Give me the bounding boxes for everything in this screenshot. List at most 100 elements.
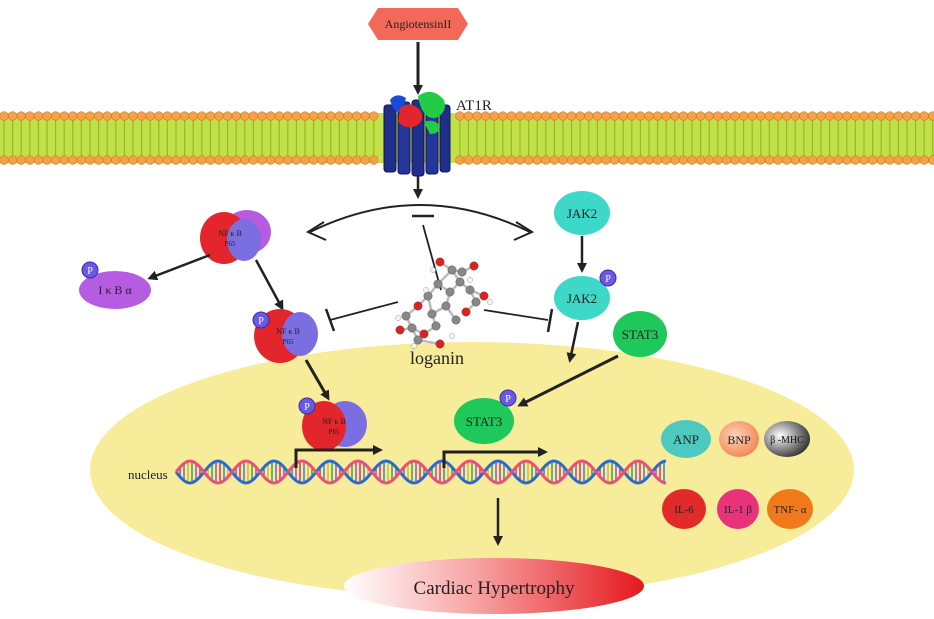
lipid-head <box>919 155 929 165</box>
stat3-protein: STAT3 <box>613 311 667 357</box>
molecule-atom <box>419 329 429 339</box>
loganin-inhibit-arc <box>422 224 442 291</box>
molecule-atom <box>447 265 457 275</box>
lipid-head <box>0 155 9 165</box>
lipid-head <box>601 155 611 165</box>
transcription-arrow-nfkb <box>294 445 383 468</box>
lipid-head <box>721 111 732 121</box>
lipid-head <box>644 155 654 165</box>
lipid-head <box>670 111 680 121</box>
lipid-head <box>481 155 491 165</box>
lipid-head <box>549 155 560 165</box>
lipid-head <box>850 111 861 121</box>
lipid-head <box>455 155 465 165</box>
lipid-head <box>928 111 934 121</box>
lipid-head <box>859 111 869 121</box>
molecule-atom <box>423 291 433 301</box>
nfkb-to-ikb-arrow <box>147 253 211 281</box>
lipid-head <box>902 111 912 121</box>
tnfa-label: TNF- α <box>774 504 807 516</box>
lipid-head <box>59 111 69 121</box>
ikba-label: I κ B α <box>98 283 132 297</box>
lipid-head <box>274 111 284 121</box>
lipid-head <box>145 111 155 121</box>
lipid-head <box>291 111 302 121</box>
lipid-head <box>652 111 663 121</box>
anp-marker: ANP <box>661 420 711 458</box>
lipid-head <box>334 111 345 121</box>
transcription-arrow-stat3 <box>442 447 548 468</box>
lipid-head <box>773 155 783 165</box>
il1b-label: IL-1 β <box>724 504 752 516</box>
molecule-atom <box>435 257 445 267</box>
lipid-head <box>756 155 766 165</box>
lipid-head <box>33 111 44 121</box>
lipid-head <box>76 111 86 121</box>
lipid-head <box>738 111 749 121</box>
phospho-label-nfkb3: P <box>304 402 310 413</box>
nfkb-label-1: NF κ B <box>218 229 242 238</box>
lipid-head <box>111 155 121 165</box>
lipid-head <box>102 111 112 121</box>
lipid-head <box>635 111 646 121</box>
lipid-head <box>128 155 138 165</box>
molecule-atom <box>457 267 467 277</box>
lipid-head <box>807 155 818 165</box>
lipid-head <box>515 155 525 165</box>
lipid-head <box>162 155 172 165</box>
lipid-head <box>128 111 138 121</box>
lipid-head <box>799 111 809 121</box>
lipid-head <box>369 155 379 165</box>
lipid-head <box>317 111 327 121</box>
lipid-head <box>764 155 775 165</box>
bnp-label: BNP <box>727 433 751 447</box>
cardiac-hypertrophy-label: Cardiac Hypertrophy <box>414 578 575 599</box>
bnp-marker: BNP <box>719 421 759 457</box>
lipid-head <box>713 155 723 165</box>
lipid-head <box>661 155 671 165</box>
lipid-head <box>781 155 792 165</box>
inhibit-bar-right <box>546 308 554 333</box>
lipid-head <box>119 155 129 165</box>
lipid-head <box>266 111 276 121</box>
phospho-label-nfkb2: P <box>258 316 264 327</box>
lipid-head <box>627 111 637 121</box>
nfkb-complex-nucleus: P NF κ B P65 <box>298 397 367 451</box>
molecule-hydrogen <box>449 333 455 339</box>
stat3-phospho-label: STAT3 <box>466 414 503 429</box>
lipid-head <box>472 155 482 165</box>
lipid-head <box>790 111 800 121</box>
lipid-head <box>300 111 310 121</box>
lipid-head <box>584 111 594 121</box>
lipid-head <box>76 155 86 165</box>
loganin-molecule-icon <box>395 257 493 349</box>
lipid-head <box>644 111 654 121</box>
lipid-head <box>678 155 689 165</box>
branch-arc-right-head <box>513 221 535 241</box>
lipid-head <box>8 111 18 121</box>
anp-label: ANP <box>673 432 699 447</box>
lipid-head <box>713 111 723 121</box>
lipid-head <box>893 155 904 165</box>
lipid-head <box>609 155 620 165</box>
lipid-head <box>42 111 52 121</box>
lipid-head <box>575 111 585 121</box>
lipid-head <box>515 111 525 121</box>
tnfa-marker: TNF- α <box>767 489 813 529</box>
lipid-head <box>214 155 224 165</box>
lipid-head <box>893 111 904 121</box>
lipid-head <box>309 155 319 165</box>
lipid-head <box>867 111 878 121</box>
lipid-head <box>584 155 594 165</box>
lipid-head <box>145 155 155 165</box>
molecule-atom <box>479 291 489 301</box>
lipid-head <box>240 111 250 121</box>
lipid-head <box>627 155 637 165</box>
lipid-head <box>231 111 241 121</box>
lipid-head <box>867 155 878 165</box>
lipid-head <box>154 111 164 121</box>
lipid-head <box>687 155 697 165</box>
lipid-head <box>790 155 800 165</box>
lipid-head <box>33 155 44 165</box>
lipid-head <box>876 155 886 165</box>
